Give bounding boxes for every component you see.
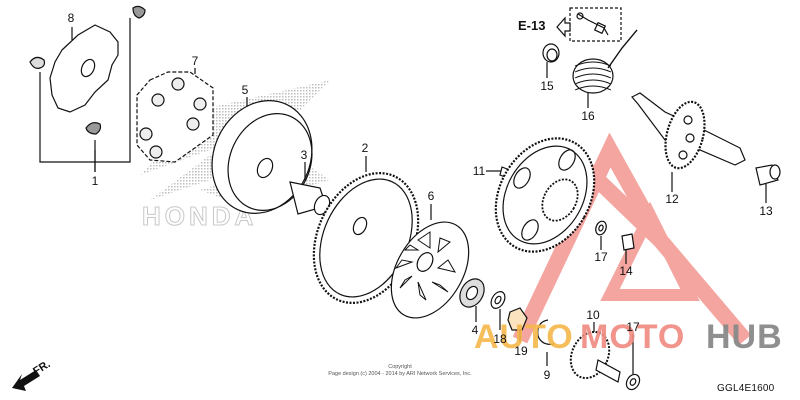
callout-16[interactable]: 16 <box>581 109 595 123</box>
callout-1[interactable]: 1 <box>91 174 99 188</box>
copyright-line-1: Copyright <box>388 364 412 370</box>
copyright-line-2: Page design (c) 2004 - 2014 by ARI Netwo… <box>328 371 472 377</box>
callout-15[interactable]: 15 <box>540 79 554 93</box>
callout-3[interactable]: 3 <box>300 148 308 162</box>
diagram-code: GGL4E1600 <box>717 383 775 394</box>
callout-13[interactable]: 13 <box>759 204 773 218</box>
callout-4[interactable]: 4 <box>471 323 479 337</box>
callout-17-upper[interactable]: 17 <box>594 250 608 264</box>
brand-watermark-auto: AUTO <box>474 318 574 356</box>
callout-14[interactable]: 14 <box>619 264 633 278</box>
callout-7[interactable]: 7 <box>191 54 199 68</box>
kick-spring-icon <box>572 29 638 94</box>
callout-6[interactable]: 6 <box>427 189 435 203</box>
callout-2[interactable]: 2 <box>361 141 369 155</box>
copyright-notice: Copyright Page design (c) 2004 - 2014 by… <box>300 364 500 378</box>
callout-9[interactable]: 9 <box>543 368 551 382</box>
brand-watermark-hub: HUB <box>706 318 783 356</box>
callout-12[interactable]: 12 <box>665 192 679 206</box>
callout-5[interactable]: 5 <box>241 83 249 97</box>
callout-11[interactable]: 11 <box>472 164 486 178</box>
ramp-plate-icon <box>49 24 119 113</box>
callout-8[interactable]: 8 <box>67 11 75 25</box>
callout-17-lower[interactable]: 17 <box>626 320 640 334</box>
front-direction-arrow-icon <box>12 370 40 391</box>
brand-watermark-moto: MOTO <box>580 318 686 356</box>
reference-e13-label[interactable]: E-13 <box>518 18 546 33</box>
callout-19[interactable]: 19 <box>514 344 528 358</box>
callout-18[interactable]: 18 <box>493 332 507 346</box>
callout-10[interactable]: 10 <box>586 308 600 322</box>
